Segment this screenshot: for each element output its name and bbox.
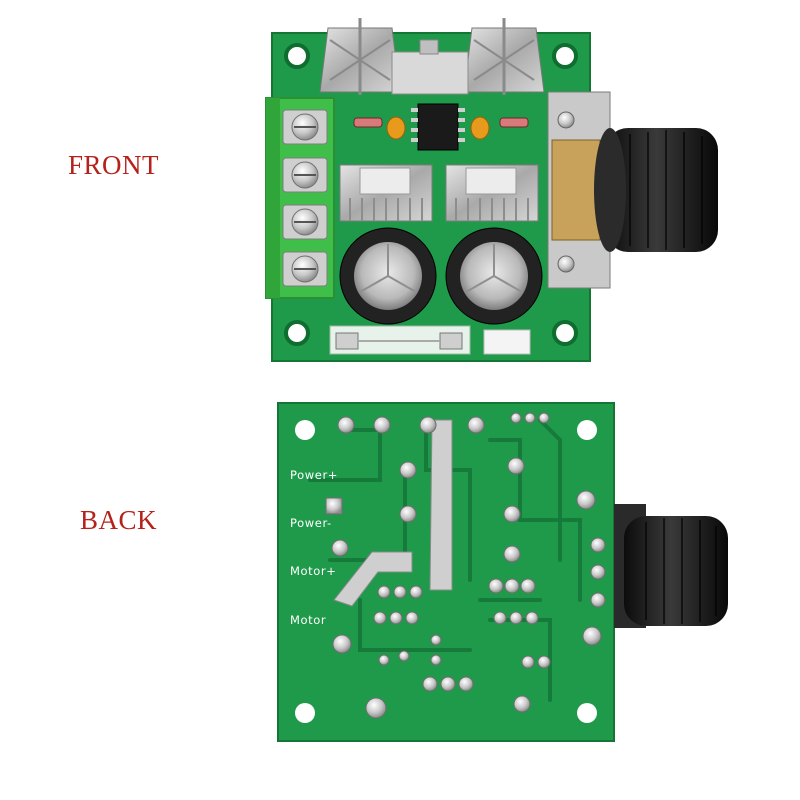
back-label: BACK bbox=[80, 505, 158, 535]
solder-strip-vertical bbox=[429, 419, 453, 591]
diode-right bbox=[499, 117, 529, 128]
large-capacitor-right bbox=[445, 227, 543, 325]
glass-fuse bbox=[329, 325, 471, 355]
terminal-screw-3 bbox=[282, 204, 328, 240]
silk-power-minus: Power- bbox=[290, 516, 332, 530]
white-connector bbox=[483, 329, 531, 355]
silk-power-plus: Power+ bbox=[290, 468, 338, 482]
front-mounting-holes bbox=[284, 43, 578, 346]
silk-motor: Motor bbox=[290, 613, 326, 627]
terminal-screw-4 bbox=[282, 251, 328, 287]
terminal-screw-1 bbox=[282, 109, 328, 145]
front-board bbox=[265, 18, 718, 362]
back-board: Power+ Power- Motor+ Motor bbox=[277, 402, 728, 742]
ic-pins bbox=[411, 108, 465, 142]
large-capacitor-left bbox=[339, 227, 437, 325]
solder-pads bbox=[325, 412, 606, 719]
terminal-block bbox=[265, 97, 335, 299]
ic-chip bbox=[417, 103, 459, 151]
terminal-screw-2 bbox=[282, 157, 328, 193]
silk-motor-plus: Motor+ bbox=[290, 564, 336, 578]
front-knob bbox=[594, 128, 718, 252]
back-mounting-holes bbox=[295, 420, 597, 723]
back-knob bbox=[614, 504, 728, 628]
heatsink-lower-right bbox=[445, 164, 539, 222]
front-label: FRONT bbox=[68, 150, 160, 180]
solder-strip-diagonal bbox=[333, 551, 413, 607]
top-heatsink-left bbox=[319, 18, 401, 95]
heatsink-lower-left bbox=[339, 164, 433, 222]
top-heatsink-right bbox=[463, 18, 545, 95]
capacitor-small-right bbox=[470, 116, 490, 140]
diode-left bbox=[353, 117, 383, 128]
capacitor-small-left bbox=[386, 116, 406, 140]
top-mosfet bbox=[391, 51, 469, 95]
